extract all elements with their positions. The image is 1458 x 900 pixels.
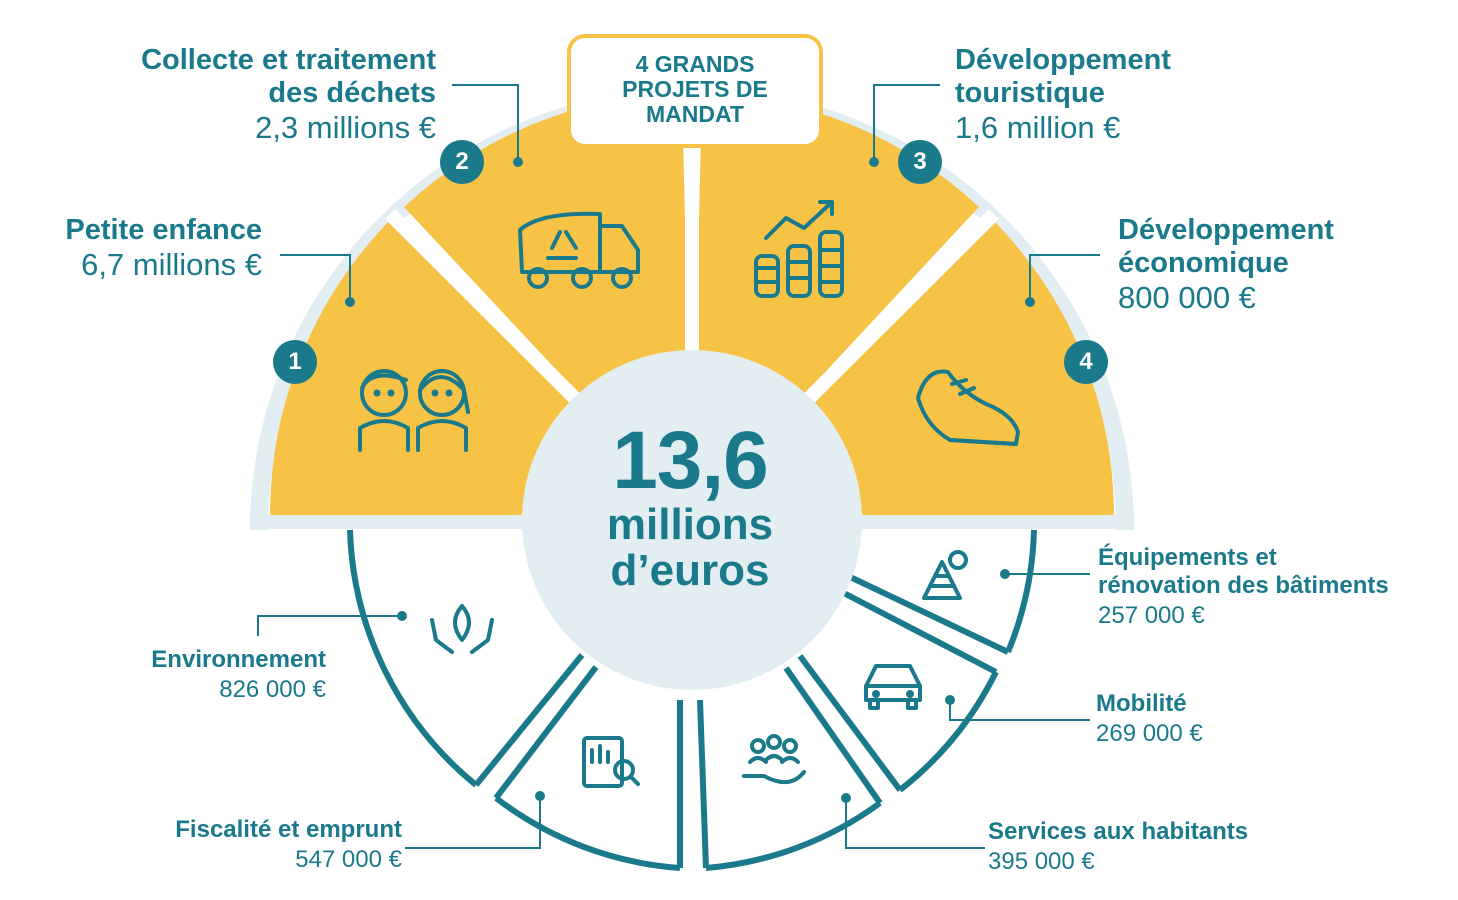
label-amount: 269 000 € [1096, 720, 1203, 747]
projects-badge: 4 GRANDS PROJETS DE MANDAT [567, 34, 823, 148]
label-amount: 6,7 millions € [81, 247, 262, 282]
label-amount: 826 000 € [219, 676, 326, 703]
label-services: Services aux habitants 395 000 € [988, 820, 1248, 874]
label-name-line1: Développement [955, 44, 1171, 76]
label-name: Services aux habitants [988, 818, 1249, 845]
label-name-line2: rénovation des bâtiments [1098, 572, 1389, 599]
label-name-line1: Collecte et traitement [141, 44, 436, 76]
label-fiscalite: Fiscalité et emprunt 547 000 € [175, 818, 402, 872]
label-name: Fiscalité et emprunt [175, 816, 402, 843]
project-number-3: 3 [898, 140, 942, 184]
project-number-2: 2 [440, 140, 484, 184]
label-amount: 800 000 € [1118, 280, 1256, 315]
connector-lines [257, 84, 1100, 849]
label-touristique: Développement touristique 1,6 million € [955, 44, 1171, 145]
hands-leaf-icon [430, 604, 494, 654]
label-equipements: Équipements et rénovation des bâtiments … [1098, 546, 1389, 628]
label-amount: 1,6 million € [955, 110, 1121, 145]
car-icon [864, 664, 922, 710]
children-icon [358, 369, 470, 452]
label-amount: 2,3 millions € [255, 110, 436, 145]
garbage-truck-icon [518, 211, 640, 289]
label-amount: 547 000 € [295, 846, 402, 873]
total-amount-unit-line1: millions [606, 500, 774, 549]
label-name: Mobilité [1096, 690, 1187, 717]
label-environnement: Environnement 826 000 € [151, 648, 326, 702]
label-petite-enfance: Petite enfance 6,7 millions € [65, 214, 262, 282]
label-amount: 257 000 € [1098, 602, 1205, 629]
connector-dots [345, 157, 1035, 803]
label-dechets: Collecte et traitement des déchets 2,3 m… [141, 44, 436, 145]
other-segments [347, 529, 1037, 871]
total-amount-value: 13,6 [612, 415, 769, 506]
people-hand-icon [742, 734, 806, 784]
total-amount-unit-line2: d’euros [610, 546, 770, 596]
center-disc [522, 350, 862, 690]
coins-growth-icon [754, 200, 844, 298]
badge-line2: PROJETS DE [622, 75, 768, 102]
project-number-4: 4 [1064, 340, 1108, 384]
label-name-line1: Équipements et [1098, 544, 1277, 571]
badge-line1: 4 GRANDS [635, 51, 755, 77]
sneaker-icon [916, 369, 1020, 446]
badge-line3: MANDAT [646, 100, 744, 127]
label-name-line1: Développement [1118, 214, 1334, 246]
label-name-line2: des déchets [268, 77, 436, 109]
label-amount: 395 000 € [988, 848, 1095, 875]
building-cone-icon [922, 550, 968, 600]
label-name-line2: économique [1118, 247, 1289, 279]
label-name: Petite enfance [65, 214, 262, 246]
label-economique: Développement économique 800 000 € [1118, 214, 1334, 315]
label-name-line2: touristique [955, 77, 1105, 109]
label-mobilite: Mobilité 269 000 € [1096, 692, 1203, 746]
label-name: Environnement [151, 646, 326, 673]
project-number-1: 1 [273, 340, 317, 384]
total-amount: 13,6 millions d’euros [520, 420, 860, 594]
tax-document-icon [582, 736, 640, 788]
